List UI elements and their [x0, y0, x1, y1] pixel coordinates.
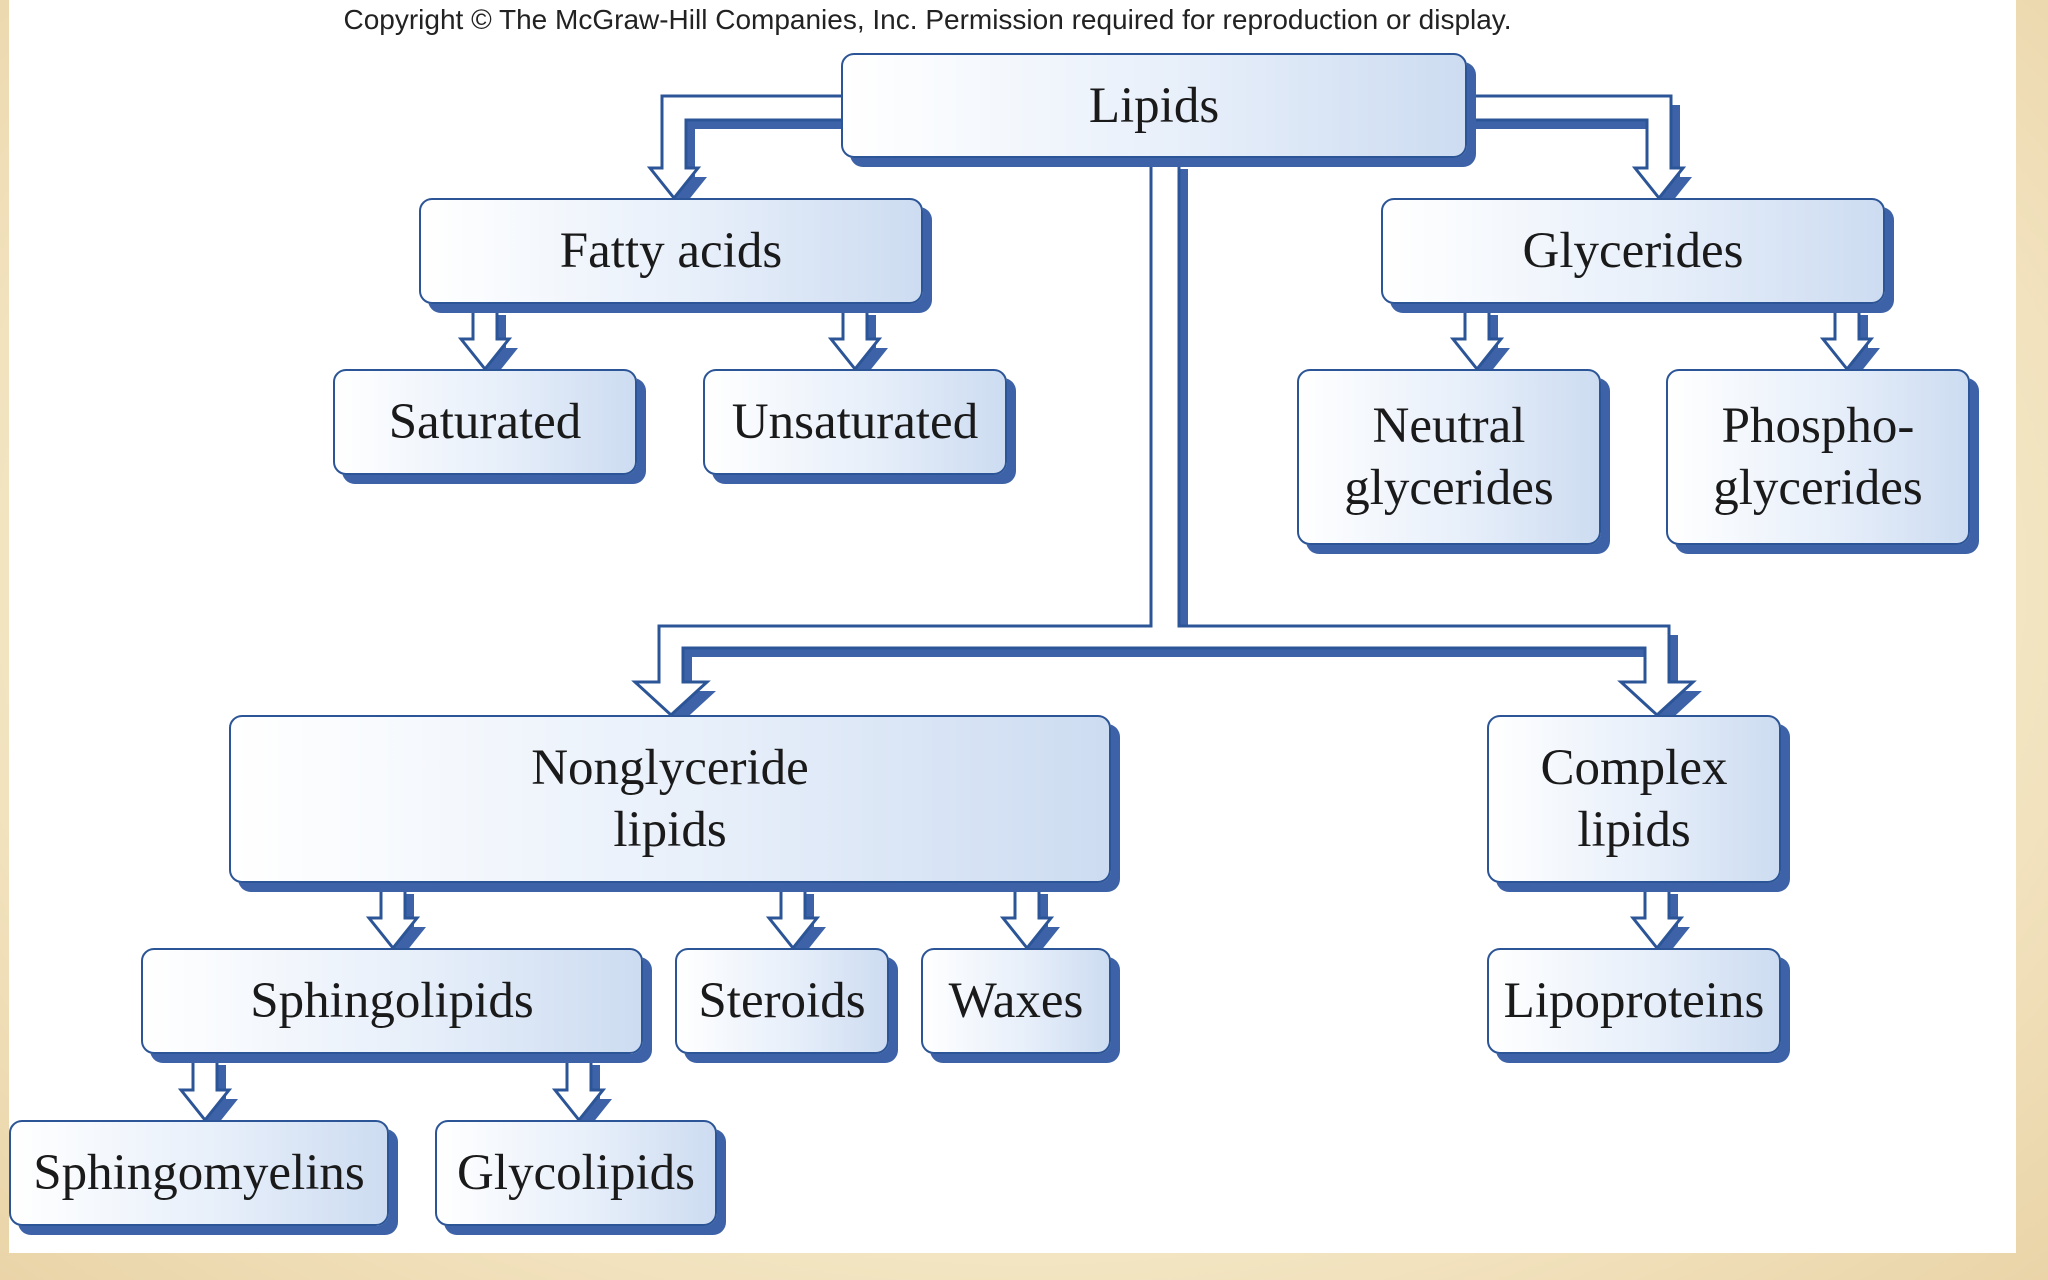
arrow-nonglyceride-waxes: [999, 883, 1055, 951]
arrow-glycerides-phospho: [1819, 304, 1875, 372]
arrow-sphingolipids-glycolipids: [551, 1054, 607, 1123]
node-saturated: Saturated: [333, 369, 637, 475]
diagram-canvas: Copyright © The McGraw-Hill Companies, I…: [9, 0, 2016, 1253]
arrow-complex-lipoproteins: [1629, 883, 1685, 951]
arrow-fatty-unsaturated: [827, 304, 883, 372]
arrow-fatty-saturated: [457, 304, 513, 372]
node-steroids: Steroids: [675, 948, 889, 1054]
node-nonglyceride-lipids: Nonglyceride lipids: [229, 715, 1111, 883]
node-unsaturated: Unsaturated: [703, 369, 1007, 475]
arrow-nonglyceride-sphingolipids: [365, 883, 421, 951]
node-sphingomyelins: Sphingomyelins: [9, 1120, 389, 1226]
arrow-lipids-glycerides: [1457, 94, 1687, 201]
node-phosphoglycerides: Phospho- glycerides: [1666, 369, 1970, 545]
node-complex-lipids: Complex lipids: [1487, 715, 1781, 883]
node-fatty-acids: Fatty acids: [419, 198, 923, 304]
node-glycerides: Glycerides: [1381, 198, 1885, 304]
arrow-sphingolipids-sphingomyelins: [177, 1054, 233, 1123]
arrow-glycerides-neutral: [1449, 304, 1505, 372]
node-lipids: Lipids: [841, 53, 1467, 158]
arrow-lipids-trunk: [631, 158, 1697, 718]
copyright-notice: Copyright © The McGraw-Hill Companies, I…: [343, 4, 1512, 35]
node-sphingolipids: Sphingolipids: [141, 948, 643, 1054]
arrow-nonglyceride-steroids: [765, 883, 821, 951]
node-neutral-glycerides: Neutral glycerides: [1297, 369, 1601, 545]
arrow-layer: [177, 94, 1880, 1129]
arrow-lipids-fatty-acids: [646, 94, 851, 201]
node-lipoproteins: Lipoproteins: [1487, 948, 1781, 1054]
node-waxes: Waxes: [921, 948, 1111, 1054]
connector-arrows: [177, 94, 1880, 1129]
node-glycolipids: Glycolipids: [435, 1120, 717, 1226]
